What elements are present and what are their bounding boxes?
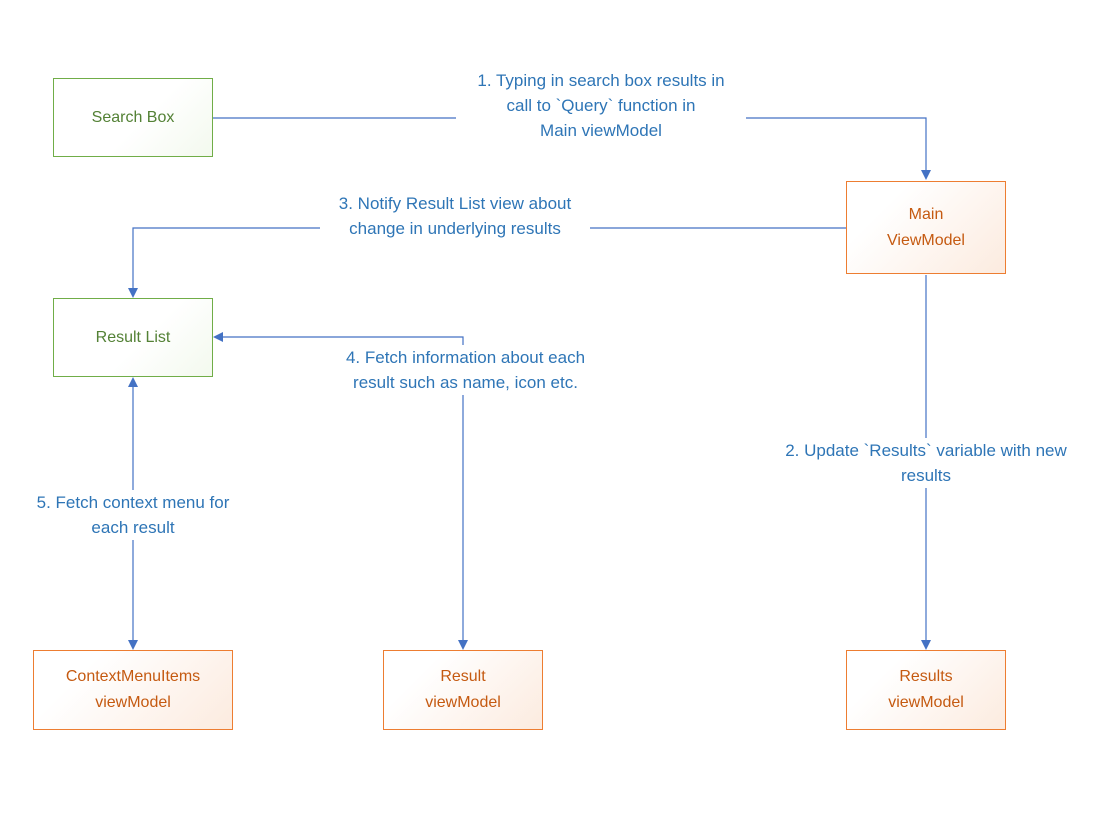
node-results-viewmodel-label: Results viewModel bbox=[888, 668, 964, 711]
node-results-viewmodel: Results viewModel bbox=[846, 650, 1006, 730]
node-search-box-label: Search Box bbox=[91, 108, 175, 126]
arrowhead-step1-down bbox=[921, 170, 931, 180]
annotation-step2: 2. Update `Results` variable with new re… bbox=[766, 438, 1086, 488]
annotation-step4: 4. Fetch information about each result s… bbox=[328, 345, 603, 395]
connector-step4 bbox=[222, 336, 464, 641]
arrowhead-step4-down bbox=[458, 640, 468, 650]
annotation-step1: 1. Typing in search box results in call … bbox=[456, 68, 746, 143]
node-result-viewmodel: Result viewModel bbox=[383, 650, 543, 730]
connector-step1 bbox=[213, 117, 927, 171]
arrowhead-step5-down bbox=[128, 640, 138, 650]
node-main-viewmodel-label: Main ViewModel bbox=[887, 205, 965, 249]
arrowhead-step5-up bbox=[128, 377, 138, 387]
node-contextmenuitems-viewmodel-label: ContextMenuItems viewModel bbox=[65, 668, 201, 711]
arrowhead-step4-left bbox=[213, 332, 223, 342]
node-main-viewmodel: Main ViewModel bbox=[846, 181, 1006, 274]
arrowhead-step3-down bbox=[128, 288, 138, 298]
node-search-box: Search Box bbox=[53, 78, 213, 157]
node-result-list: Result List bbox=[53, 298, 213, 377]
annotation-step3: 3. Notify Result List view about change … bbox=[320, 191, 590, 241]
annotation-step5: 5. Fetch context menu for each result bbox=[23, 490, 243, 540]
node-result-viewmodel-label: Result viewModel bbox=[425, 668, 501, 711]
node-result-list-label: Result List bbox=[95, 328, 171, 346]
connector-step3 bbox=[132, 227, 846, 289]
arrowhead-step2-down bbox=[921, 640, 931, 650]
node-contextmenuitems-viewmodel: ContextMenuItems viewModel bbox=[33, 650, 233, 730]
